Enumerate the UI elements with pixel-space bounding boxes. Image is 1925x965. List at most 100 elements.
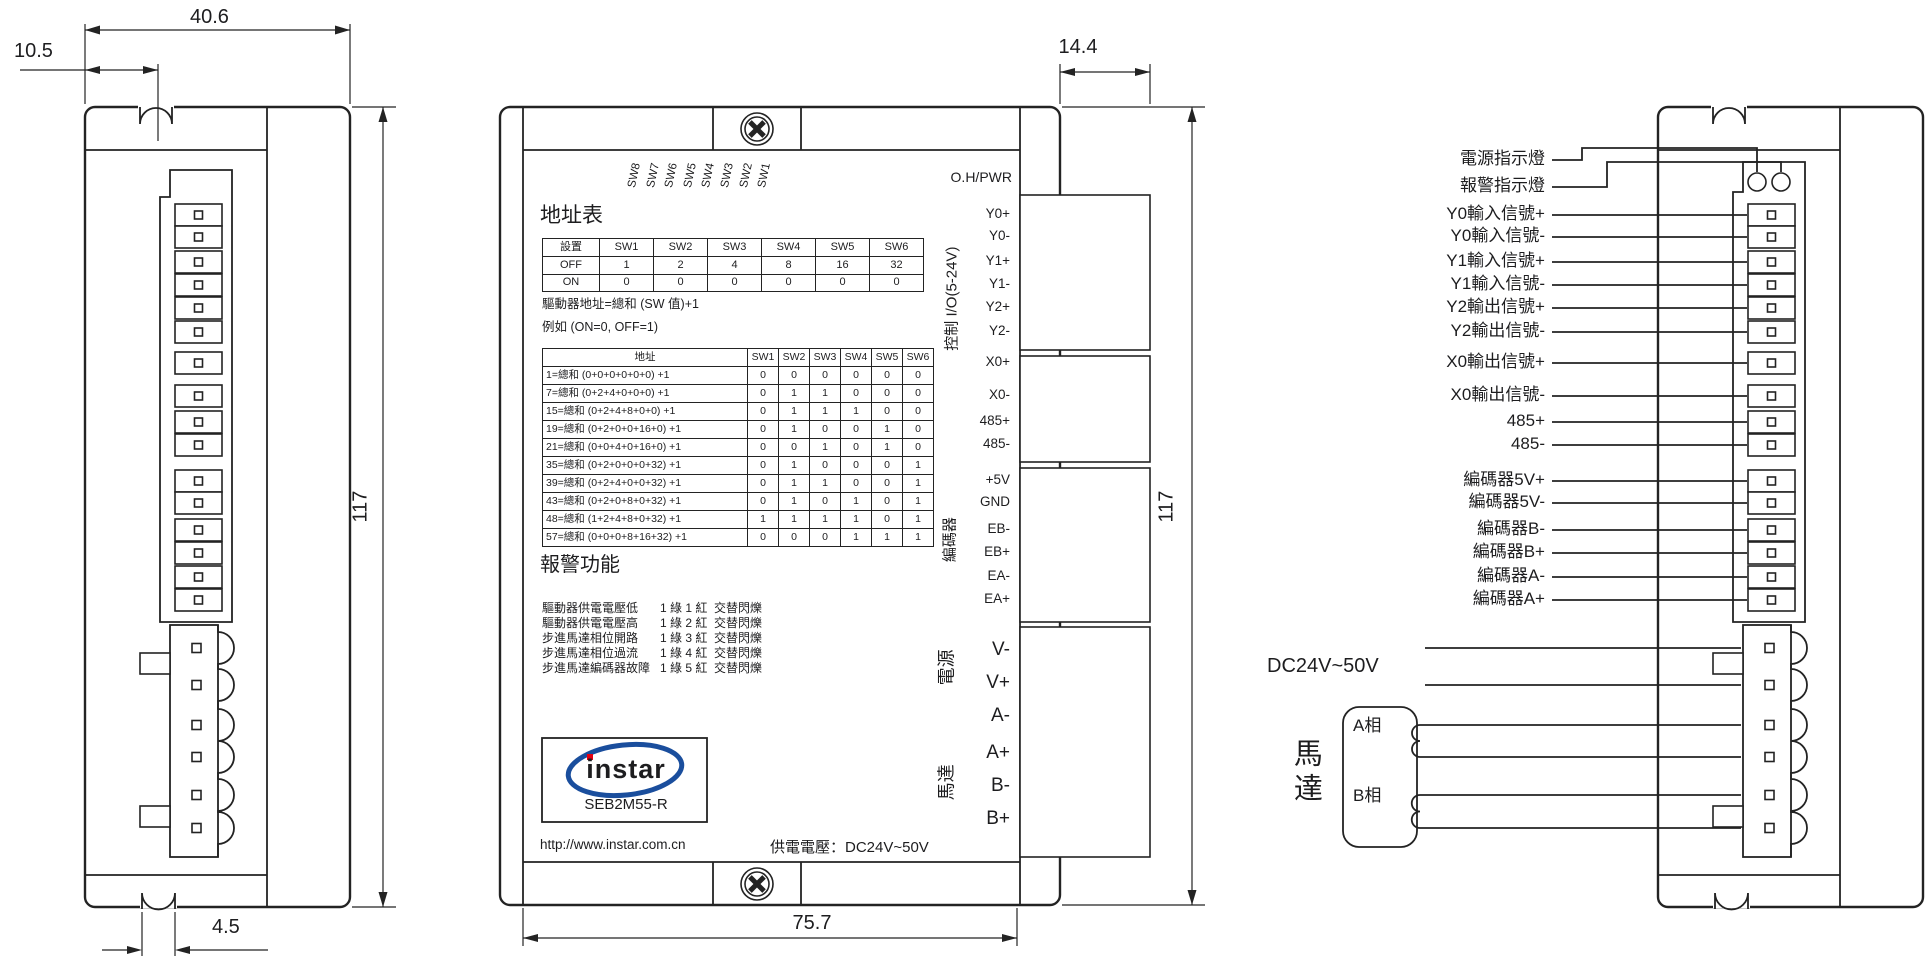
table-cell: 1 [840, 510, 872, 529]
terminal-gnd: GND [980, 494, 1010, 509]
terminal-contact [193, 476, 204, 486]
table-cell: 1 [809, 384, 841, 403]
terminal-y0m: Y0- [988, 228, 1010, 243]
terminal-bp: B+ [986, 808, 1010, 829]
table-cell: ON [542, 273, 600, 293]
connector-scallops [1790, 625, 1808, 857]
table-cell: 2 [653, 255, 708, 275]
table-cell: 0 [747, 528, 779, 547]
motor-symbol [1342, 706, 1418, 848]
table-cell: 0 [840, 438, 872, 457]
table-cell: 0 [840, 474, 872, 493]
connector-pin [1764, 789, 1775, 801]
terminal-x0p: X0+ [985, 354, 1010, 369]
terminal-contact [193, 525, 204, 535]
wire-label-enc5vm: 編碼器5V- [1468, 492, 1545, 511]
terminal-strip [1732, 161, 1806, 623]
signal-wires [1552, 214, 1747, 601]
wire-label-encap: 編碼器A+ [1472, 589, 1545, 608]
logo-box [541, 737, 708, 823]
dim-terminal-depth: 14.4 [1058, 36, 1098, 58]
table-cell: 43=總和 (0+2+0+8+0+32) +1 [542, 492, 748, 511]
table-cell: SW3 [809, 348, 841, 367]
screw-bottom [740, 867, 774, 901]
logo-model: SEB2M55-R [584, 796, 668, 813]
terminal-ap: A+ [986, 742, 1010, 763]
terminal-contact [1766, 327, 1777, 337]
screw-top [740, 112, 774, 146]
dim-slot-width: 4.5 [212, 916, 240, 938]
terminal-eam: EA- [987, 568, 1010, 583]
table-cell: 1 [902, 510, 934, 529]
table-cell: 0 [869, 273, 924, 293]
left-side-view [83, 104, 352, 911]
alarm-blink: 1 綠 3 紅 交替閃爍 [660, 631, 763, 645]
connector-pin [1764, 719, 1775, 731]
wire-label-encbm: 編碼器B- [1477, 519, 1545, 538]
connector-tab [139, 652, 171, 675]
table-cell: 0 [707, 273, 762, 293]
table-cell: 4 [707, 255, 762, 275]
terminal-contact [1766, 476, 1777, 486]
terminal-ebp: EB+ [984, 544, 1010, 559]
alarm-name: 驅動器供電電壓低 [542, 601, 639, 615]
group-label-io: 控制 I/O(5-24V) [943, 246, 961, 351]
dc-supply-label: DC24V~50V [1267, 655, 1379, 677]
terminal-y0p: Y0+ [985, 206, 1010, 221]
terminal-eap: EA+ [984, 591, 1010, 606]
terminal-contact [193, 280, 204, 290]
table-cell: SW2 [778, 348, 810, 367]
table-cell: 0 [599, 273, 654, 293]
terminal-contact [1766, 572, 1777, 582]
table-cell: 0 [809, 528, 841, 547]
connector-tab [139, 805, 171, 828]
table-cell: 0 [778, 366, 810, 385]
connector-pin [1764, 822, 1775, 834]
table-cell: 15=總和 (0+2+4+8+0+0) +1 [542, 402, 748, 421]
terminal-contact [193, 498, 204, 508]
terminal-strip [159, 169, 233, 623]
wire-label-power-led: 電源指示燈 [1460, 149, 1545, 168]
table-cell: 0 [747, 366, 779, 385]
terminal-contact [1766, 257, 1777, 267]
terminal-contact [193, 327, 204, 337]
logo-dot [587, 754, 593, 760]
table-cell: 48=總和 (1+2+4+8+0+32) +1 [542, 510, 748, 529]
table-cell: OFF [542, 255, 600, 275]
table-cell: 1 [840, 492, 872, 511]
right-side-view [1656, 104, 1925, 911]
terminal-contact [1766, 417, 1777, 427]
alarm-name: 驅動器供電電壓高 [542, 616, 639, 630]
table-cell: 0 [778, 528, 810, 547]
connector-pins [191, 642, 202, 834]
table-cell: 19=總和 (0+2+0+0+16+0) +1 [542, 420, 748, 439]
group-label-power: 電源 [936, 649, 957, 686]
table-cell: 1 [778, 456, 810, 475]
group-label-motor: 馬達 [936, 764, 957, 801]
terminal-5v: +5V [985, 472, 1010, 487]
wire-label-485m: 485- [1510, 434, 1545, 453]
terminal-contact [193, 358, 204, 368]
alarm-blink: 1 綠 5 紅 交替閃爍 [660, 661, 763, 675]
table-cell: SW2 [653, 238, 708, 257]
table-cell: 1 [809, 474, 841, 493]
address-table-title: 地址表 [540, 204, 603, 227]
alarm-blink: 1 綠 2 紅 交替閃爍 [660, 616, 763, 630]
connector-pins [1764, 642, 1775, 834]
motor-label: 馬達 [1289, 738, 1322, 808]
phase-a-label: A相 [1353, 716, 1382, 735]
terminal-contact [193, 232, 204, 242]
table-cell: 0 [809, 366, 841, 385]
table-cell: 1 [747, 510, 779, 529]
connector-pin [191, 751, 202, 763]
alarm-indicator-wire [1552, 161, 1782, 188]
terminal-485m: 485- [982, 436, 1010, 451]
connector-tab [1712, 652, 1744, 675]
comm-terminal-block [1019, 355, 1151, 463]
alarm-led [1771, 172, 1791, 192]
